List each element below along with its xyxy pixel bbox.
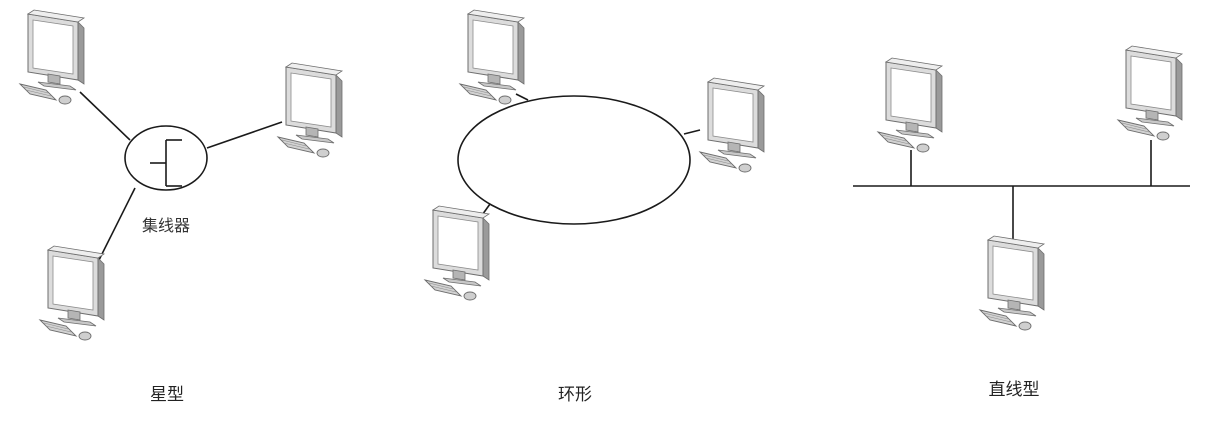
ring-topology bbox=[424, 9, 765, 301]
star-caption: 星型 bbox=[150, 385, 184, 405]
desktop-computer-icon bbox=[1117, 45, 1183, 141]
desktop-computer-icon bbox=[459, 9, 525, 105]
ring-link-top bbox=[515, 93, 529, 101]
hub-label: 集线器 bbox=[141, 216, 191, 235]
ring-loop bbox=[457, 95, 691, 225]
desktop-computer-icon bbox=[39, 245, 105, 341]
star-link-top-left bbox=[79, 91, 131, 141]
desktop-computer-icon bbox=[19, 9, 85, 105]
star-link-bottom-left bbox=[97, 187, 136, 263]
star-link-right bbox=[206, 121, 283, 149]
ring-caption: 环形 bbox=[558, 385, 592, 405]
star-topology bbox=[19, 9, 343, 341]
desktop-computer-icon bbox=[424, 205, 490, 301]
desktop-computer-icon bbox=[699, 77, 765, 173]
bus-caption: 直线型 bbox=[988, 380, 1040, 400]
ring-link-right bbox=[683, 129, 701, 135]
hub-icon bbox=[124, 125, 208, 191]
desktop-computer-icon bbox=[979, 235, 1045, 331]
desktop-computer-icon bbox=[877, 57, 943, 153]
desktop-computer-icon bbox=[277, 62, 343, 158]
bus-topology bbox=[853, 45, 1190, 331]
